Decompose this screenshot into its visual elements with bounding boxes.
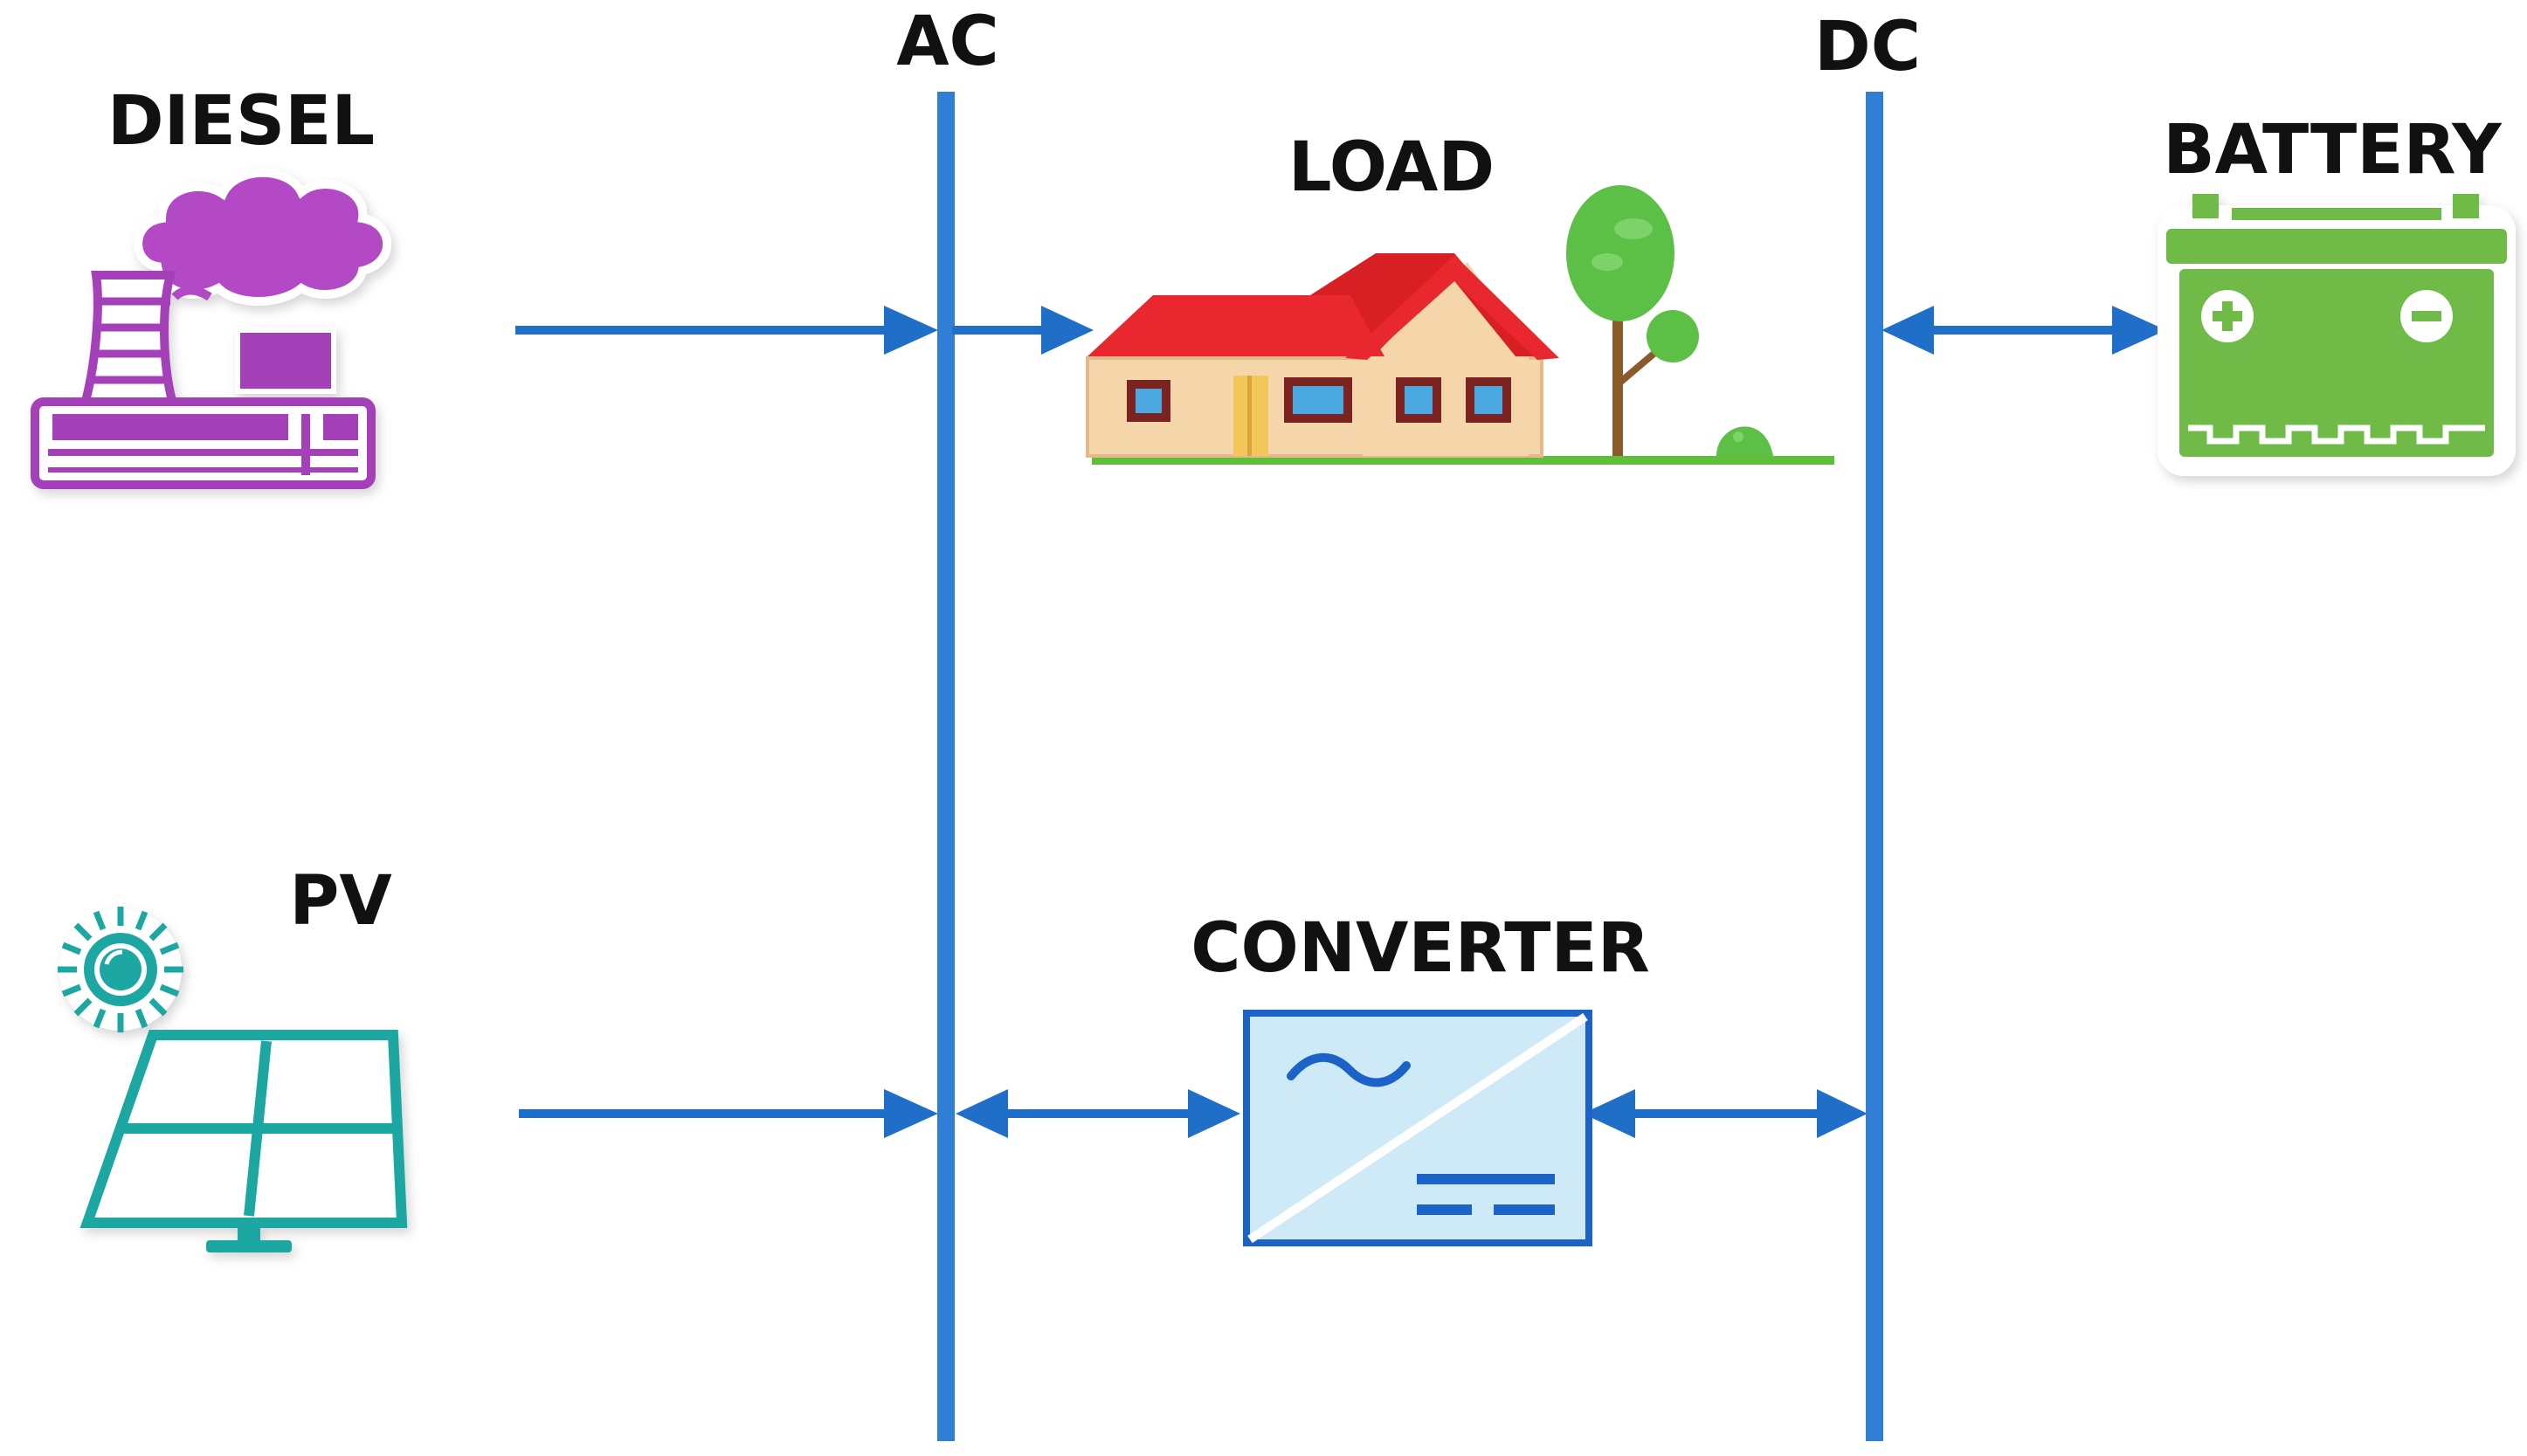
- pv-to-ac-arrow: [519, 1089, 938, 1138]
- sun-icon: [58, 907, 183, 1032]
- battery-icon: [2158, 194, 2516, 476]
- ac-dc-converter-icon: [1243, 1010, 1592, 1246]
- ac-bus-label: AC: [896, 3, 999, 81]
- dc-bus-label: DC: [1814, 8, 1921, 86]
- converter-label: CONVERTER: [1191, 909, 1650, 988]
- solar-panel-icon: [58, 907, 408, 1252]
- house-icon: [1086, 185, 1834, 465]
- pv-label: PV: [289, 862, 392, 941]
- diesel-label: DIESEL: [107, 82, 375, 161]
- diesel-plant-icon: [31, 168, 392, 489]
- converter-dc-bidirectional-arrow: [1583, 1089, 1868, 1138]
- ac-to-load-arrow: [952, 306, 1094, 355]
- dc-battery-bidirectional-arrow: [1881, 306, 2166, 355]
- battery-label: BATTERY: [2163, 111, 2503, 190]
- diesel-to-ac-arrow: [515, 306, 938, 355]
- ac-converter-bidirectional-arrow: [956, 1089, 1240, 1138]
- load-label: LOAD: [1288, 128, 1495, 207]
